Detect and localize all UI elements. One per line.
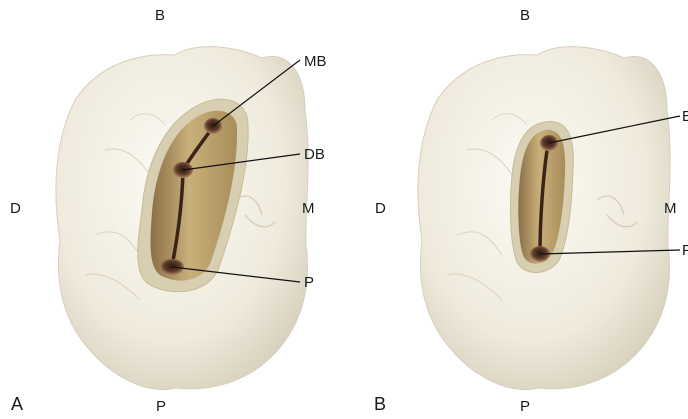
panel-a: MB DB P B D M P A — [10, 7, 327, 415]
canal-label-p-b: P — [682, 242, 688, 259]
orientation-top-b: B — [520, 7, 530, 24]
orientation-top-a: B — [155, 7, 165, 24]
orientation-left-b: D — [375, 200, 386, 217]
orientation-right-b: M — [664, 200, 677, 217]
panel-b: B P B D M P B — [374, 7, 688, 415]
orientation-bottom-a: P — [156, 398, 166, 415]
panel-letter-b: B — [374, 394, 386, 414]
orientation-bottom-b: P — [520, 398, 530, 415]
orientation-right-a: M — [302, 200, 315, 217]
orientation-left-a: D — [10, 200, 21, 217]
canal-label-p-a: P — [304, 274, 314, 291]
panel-letter-a: A — [11, 394, 23, 414]
canal-label-b-b: B — [682, 108, 688, 125]
canal-label-db-a: DB — [304, 146, 325, 163]
canal-label-mb-a: MB — [304, 53, 327, 70]
